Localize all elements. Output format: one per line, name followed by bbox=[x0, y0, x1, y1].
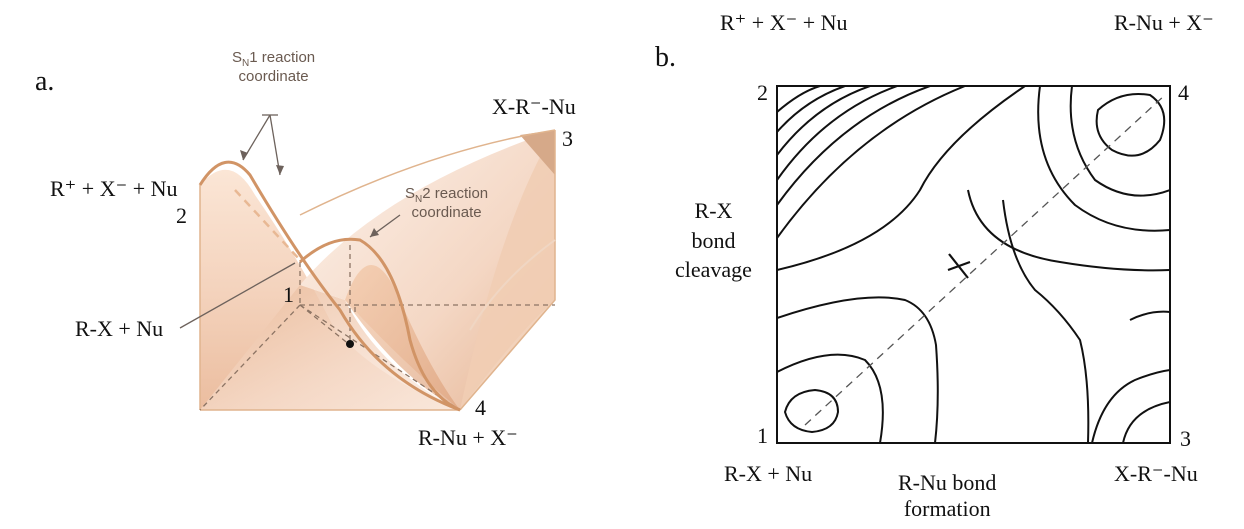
contour-tl-6 bbox=[777, 86, 966, 239]
a-corner-1-species: R-X + Nu bbox=[75, 316, 164, 341]
sn1-curve bbox=[198, 160, 461, 412]
dashed-floor-diag-2 bbox=[299, 304, 461, 411]
contour-tr-1 bbox=[1069, 86, 1170, 197]
surface-front-right bbox=[460, 130, 555, 410]
sn2-annotation-line1: SN2 reaction bbox=[405, 185, 489, 205]
contour-tl-7 bbox=[777, 86, 1026, 271]
b-y-axis-label: R-X bond cleavage bbox=[675, 196, 752, 285]
b-corner-3-number: 3 bbox=[1180, 426, 1191, 451]
arrowhead-sn2 bbox=[370, 228, 379, 237]
contour-tr-3 bbox=[967, 189, 1170, 272]
b-corner-4-number: 4 bbox=[1178, 80, 1189, 105]
sn2-curve bbox=[298, 237, 461, 412]
contour-well-4 bbox=[1095, 93, 1166, 157]
contour-bl-1 bbox=[777, 353, 884, 443]
contour-tl-4 bbox=[777, 86, 898, 181]
surface-floor bbox=[200, 285, 460, 410]
b-corner-1-number: 1 bbox=[757, 423, 768, 448]
panel-b-letter: b. bbox=[655, 42, 676, 73]
b-corner-3-species: X-R⁻-Nu bbox=[1114, 461, 1198, 486]
box-edge-right bbox=[459, 130, 556, 411]
surface-valley bbox=[345, 265, 460, 410]
panel-a-letter: a. bbox=[35, 66, 55, 97]
a-corner-4-number: 4 bbox=[475, 395, 486, 420]
b-corner-1-species: R-X + Nu bbox=[724, 461, 813, 486]
sn1-annotation: SN1 reaction coordinate bbox=[232, 49, 316, 86]
b-corner-4-species: R-Nu + X⁻ bbox=[1114, 10, 1214, 35]
sn2-annotation-line2: coordinate bbox=[411, 204, 482, 221]
b-x-axis-line2: formation bbox=[903, 496, 991, 522]
dashed-floor-diag bbox=[199, 304, 301, 411]
a-corner-4-species: R-Nu + X⁻ bbox=[418, 425, 518, 450]
saddle-point-marker bbox=[947, 253, 971, 279]
contour-tl-2 bbox=[777, 86, 846, 133]
transition-point bbox=[346, 340, 354, 348]
arrowhead-sn1-left bbox=[240, 150, 248, 160]
contour-tl-3 bbox=[777, 86, 871, 156]
a-corner-3-number: 3 bbox=[562, 126, 573, 151]
b-x-axis-label: R-Nu bond formation bbox=[898, 470, 996, 523]
contour-well-1 bbox=[783, 388, 840, 434]
a-corner-2-species: R⁺ + X⁻ + Nu bbox=[50, 176, 178, 201]
box-edge-top bbox=[299, 129, 556, 216]
contour-br-2 bbox=[1091, 369, 1170, 443]
b-x-axis-line1: R-Nu bond bbox=[898, 470, 997, 495]
contour-tl-1 bbox=[777, 86, 821, 113]
sn2-annotation: SN2 reaction coordinate bbox=[405, 185, 489, 222]
contour-tr-2 bbox=[1037, 86, 1170, 232]
back-curve bbox=[469, 239, 556, 331]
arrowhead-sn1-right bbox=[276, 165, 284, 175]
surface-corner-3 bbox=[520, 130, 555, 175]
a-corner-2-number: 2 bbox=[176, 203, 187, 228]
contour-br-1 bbox=[1122, 401, 1170, 443]
sn1-leader-left bbox=[242, 114, 271, 161]
b-y-axis-line1: R-X bbox=[694, 198, 733, 223]
reaction-path-diagonal bbox=[804, 94, 1166, 426]
dashed-to-point bbox=[299, 304, 351, 346]
b-y-axis-line2: bond bbox=[691, 227, 736, 253]
rx-nu-leader bbox=[179, 262, 296, 329]
contour-tl-5 bbox=[777, 86, 931, 206]
sn1-leader-right bbox=[269, 114, 281, 176]
b-corner-2-species: R⁺ + X⁻ + Nu bbox=[720, 10, 848, 35]
contour-frame bbox=[776, 85, 1171, 444]
dashed-sn1-down bbox=[234, 189, 301, 261]
a-corner-1-number: 1 bbox=[283, 282, 294, 307]
contour-saddle-right bbox=[1002, 199, 1090, 443]
panel-a-surface bbox=[179, 114, 556, 412]
b-y-axis-line3: cleavage bbox=[675, 257, 752, 283]
contour-saddle-left bbox=[777, 296, 939, 443]
contour-br-3 bbox=[1129, 310, 1170, 321]
sn1-annotation-line2: coordinate bbox=[238, 68, 309, 85]
a-corner-3-species: X-R⁻-Nu bbox=[492, 94, 576, 119]
sn1-annotation-line1: SN1 reaction bbox=[232, 49, 316, 69]
b-corner-2-number: 2 bbox=[757, 80, 768, 105]
